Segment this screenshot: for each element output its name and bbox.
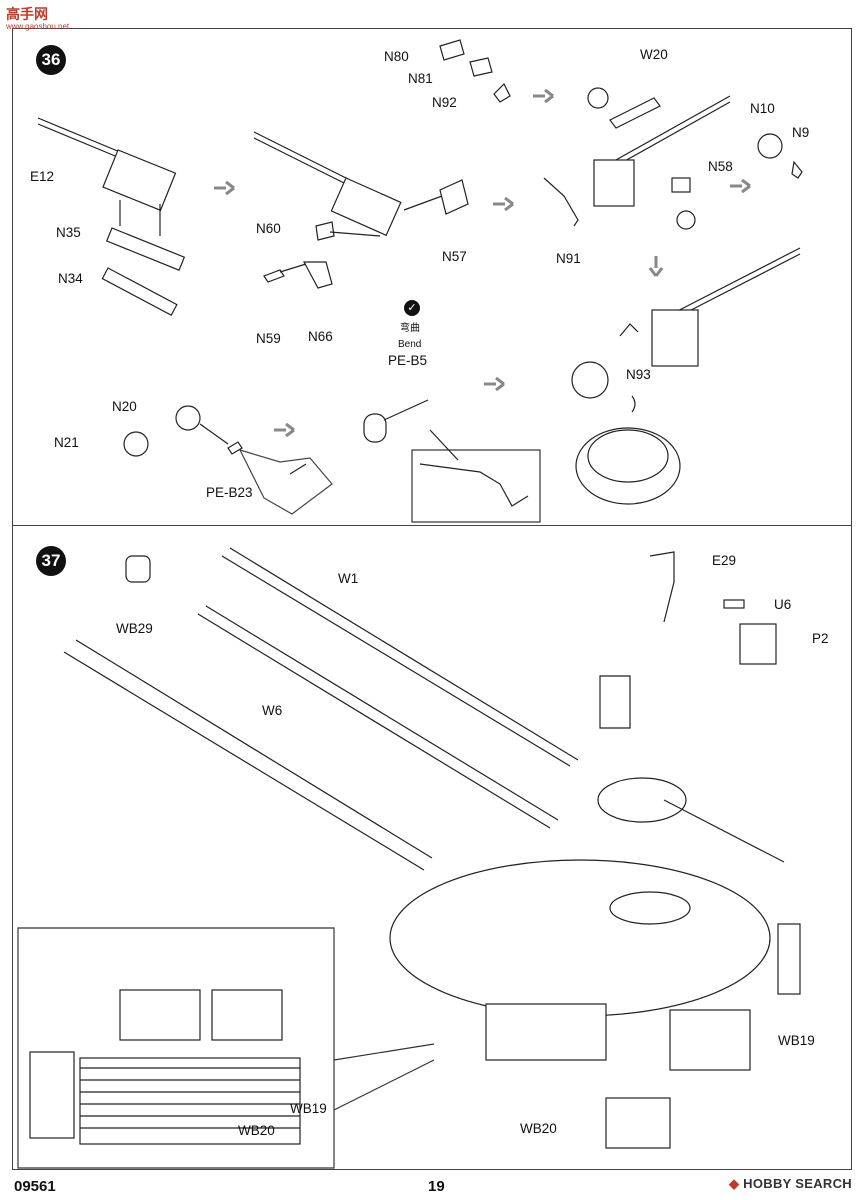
part-label-N34: N34 bbox=[58, 271, 83, 286]
step-number-36: 36 bbox=[36, 45, 66, 75]
part-label-N35: N35 bbox=[56, 225, 81, 240]
part-label-N91: N91 bbox=[556, 251, 581, 266]
part-label-WB20: WB20 bbox=[520, 1121, 557, 1136]
inset-label-WB20: WB20 bbox=[238, 1123, 275, 1138]
main-gun-barrels bbox=[63, 547, 579, 871]
inset-detail-art bbox=[29, 989, 301, 1145]
page-number: 19 bbox=[428, 1178, 445, 1195]
mg-assembly-left bbox=[37, 117, 186, 317]
part-label-WB19: WB19 bbox=[778, 1033, 815, 1048]
part-label-N57: N57 bbox=[442, 249, 467, 264]
part-label-WB29: WB29 bbox=[116, 621, 153, 636]
part-label-N81: N81 bbox=[408, 71, 433, 86]
turret-assembly bbox=[389, 551, 801, 1149]
step-number-37: 37 bbox=[36, 546, 66, 576]
part-label-W6: W6 bbox=[262, 703, 283, 718]
mg-assembly-center bbox=[253, 131, 469, 289]
part-label-PE-B5: PE-B5 bbox=[388, 353, 428, 368]
step-divider bbox=[12, 525, 852, 526]
cupola-assembly bbox=[571, 247, 801, 505]
mg-assembly-right bbox=[439, 39, 803, 230]
part-label-E29: E29 bbox=[712, 553, 737, 568]
part-label-N80: N80 bbox=[384, 49, 409, 64]
product-code: 09561 bbox=[14, 1178, 56, 1195]
part-label-N58: N58 bbox=[708, 159, 733, 174]
bend-label-cn: 弯曲 bbox=[400, 323, 420, 334]
bend-detail-box bbox=[411, 449, 541, 523]
part-label-W20: W20 bbox=[640, 47, 668, 62]
part-label-N66: N66 bbox=[308, 329, 333, 344]
part-label-N20: N20 bbox=[112, 399, 137, 414]
part-label-PE-B23: PE-B23 bbox=[206, 485, 253, 500]
check-icon: ✓ bbox=[404, 300, 420, 316]
part-label-N93: N93 bbox=[626, 367, 651, 382]
part-label-W1: W1 bbox=[338, 571, 359, 586]
part-label-P2: P2 bbox=[812, 631, 829, 646]
part-label-N59: N59 bbox=[256, 331, 281, 346]
periscope-parts bbox=[123, 399, 429, 515]
part-label-U6: U6 bbox=[774, 597, 792, 612]
part-label-E12: E12 bbox=[30, 169, 55, 184]
part-label-N92: N92 bbox=[432, 95, 457, 110]
bend-label-en: Bend bbox=[398, 339, 422, 350]
part-label-N21: N21 bbox=[54, 435, 79, 450]
part-label-N9: N9 bbox=[792, 125, 810, 140]
arrow-icon bbox=[214, 88, 751, 438]
hobby-search-logo: ◆ HOBBY SEARCH bbox=[728, 1176, 852, 1191]
inset-label-WB19: WB19 bbox=[290, 1101, 327, 1116]
part-label-N10: N10 bbox=[750, 101, 775, 116]
part-label-N60: N60 bbox=[256, 221, 281, 236]
page-frame bbox=[12, 28, 852, 1170]
